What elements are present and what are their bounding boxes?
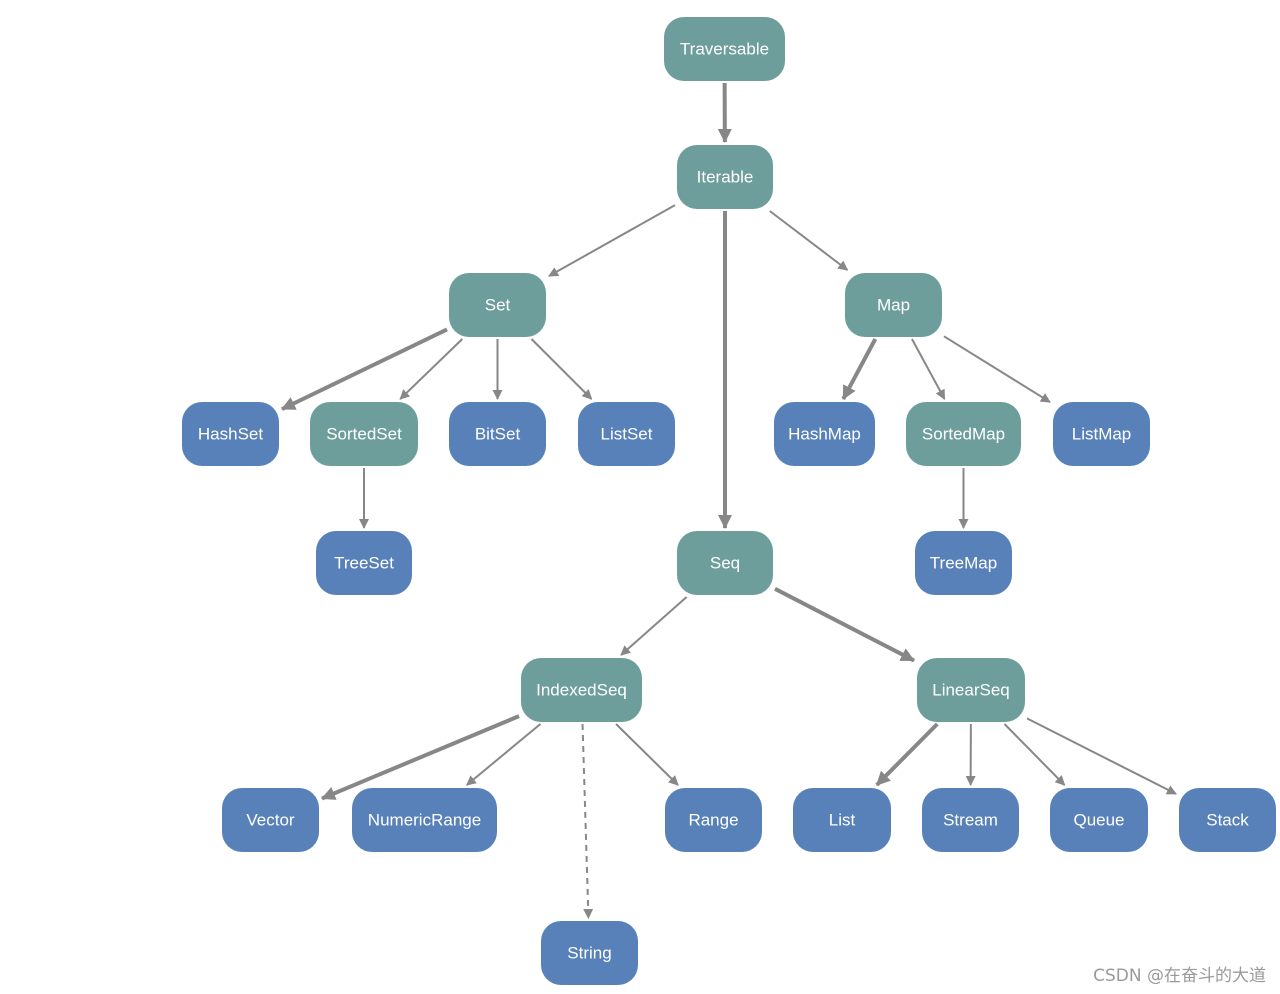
node-box-seq bbox=[677, 531, 773, 595]
edge-linearseq-to-list bbox=[875, 722, 939, 787]
node-box-set bbox=[449, 273, 546, 337]
node-box-hashset bbox=[182, 402, 279, 466]
edge-indexedseq-to-numericrange bbox=[465, 723, 542, 786]
node-hashset: HashSet bbox=[182, 402, 279, 466]
node-box-linearseq bbox=[917, 658, 1025, 722]
node-label-vector: Vector bbox=[246, 811, 295, 830]
edge-linearseq-to-stack bbox=[1026, 717, 1177, 795]
node-indexedseq: IndexedSeq bbox=[521, 658, 642, 722]
node-stream: Stream bbox=[922, 788, 1019, 852]
edges-layer bbox=[281, 82, 1177, 919]
node-box-string bbox=[541, 921, 638, 985]
node-box-listset bbox=[578, 402, 675, 466]
edge-map-to-listmap bbox=[943, 335, 1051, 403]
node-label-queue: Queue bbox=[1073, 811, 1124, 830]
node-label-linearseq: LinearSeq bbox=[932, 681, 1010, 700]
node-numericrange: NumericRange bbox=[352, 788, 497, 852]
node-box-stream bbox=[922, 788, 1019, 852]
node-box-vector bbox=[222, 788, 319, 852]
node-linearseq: LinearSeq bbox=[917, 658, 1025, 722]
node-label-hashmap: HashMap bbox=[788, 425, 861, 444]
node-label-list: List bbox=[829, 811, 856, 830]
node-label-range: Range bbox=[688, 811, 738, 830]
node-set: Set bbox=[449, 273, 546, 337]
edge-set-to-hashset bbox=[281, 327, 448, 411]
node-range: Range bbox=[665, 788, 762, 852]
node-box-traversable bbox=[664, 17, 785, 81]
node-listmap: ListMap bbox=[1053, 402, 1150, 466]
edge-seq-to-indexedseq bbox=[620, 596, 688, 656]
node-box-numericrange bbox=[352, 788, 497, 852]
edge-indexedseq-to-string bbox=[581, 723, 594, 919]
node-box-iterable bbox=[677, 145, 773, 209]
node-label-numericrange: NumericRange bbox=[368, 811, 481, 830]
edge-iterable-to-set bbox=[548, 204, 676, 277]
node-label-hashset: HashSet bbox=[198, 425, 263, 444]
edge-set-to-sortedset bbox=[399, 338, 464, 400]
node-box-listmap bbox=[1053, 402, 1150, 466]
node-label-iterable: Iterable bbox=[697, 168, 754, 187]
node-label-seq: Seq bbox=[710, 554, 740, 573]
node-list: List bbox=[793, 788, 891, 852]
edge-map-to-sortedmap bbox=[911, 338, 946, 400]
node-queue: Queue bbox=[1050, 788, 1148, 852]
node-label-treeset: TreeSet bbox=[334, 554, 394, 573]
node-box-sortedset bbox=[310, 402, 418, 466]
node-listset: ListSet bbox=[578, 402, 675, 466]
edge-set-to-listset bbox=[530, 338, 593, 400]
node-sortedset: SortedSet bbox=[310, 402, 418, 466]
node-label-string: String bbox=[567, 944, 611, 963]
node-sortedmap: SortedMap bbox=[906, 402, 1021, 466]
node-label-indexedseq: IndexedSeq bbox=[536, 681, 627, 700]
node-box-treemap bbox=[915, 531, 1012, 595]
node-treeset: TreeSet bbox=[316, 531, 412, 595]
node-label-listset: ListSet bbox=[601, 425, 653, 444]
node-label-sortedmap: SortedMap bbox=[922, 425, 1005, 444]
node-box-hashmap bbox=[774, 402, 875, 466]
node-iterable: Iterable bbox=[677, 145, 773, 209]
node-box-indexedseq bbox=[521, 658, 642, 722]
node-label-set: Set bbox=[485, 296, 511, 315]
node-map: Map bbox=[845, 273, 942, 337]
node-seq: Seq bbox=[677, 531, 773, 595]
node-stack: Stack bbox=[1179, 788, 1276, 852]
node-label-stack: Stack bbox=[1206, 811, 1249, 830]
node-label-listmap: ListMap bbox=[1072, 425, 1132, 444]
node-label-treemap: TreeMap bbox=[930, 554, 997, 573]
node-box-queue bbox=[1050, 788, 1148, 852]
node-traversable: Traversable bbox=[664, 17, 785, 81]
node-string: String bbox=[541, 921, 638, 985]
node-bitset: BitSet bbox=[449, 402, 546, 466]
node-box-stack bbox=[1179, 788, 1276, 852]
edge-seq-to-linearseq bbox=[774, 587, 915, 663]
node-box-sortedmap bbox=[906, 402, 1021, 466]
node-vector: Vector bbox=[222, 788, 319, 852]
node-box-map bbox=[845, 273, 942, 337]
node-label-sortedset: SortedSet bbox=[326, 425, 402, 444]
watermark: CSDN @在奋斗的大道 bbox=[1093, 966, 1266, 986]
node-label-bitset: BitSet bbox=[475, 425, 521, 444]
edge-map-to-hashmap bbox=[841, 338, 878, 400]
node-box-range bbox=[665, 788, 762, 852]
node-label-traversable: Traversable bbox=[680, 40, 769, 59]
edge-iterable-to-map bbox=[769, 210, 849, 271]
node-label-stream: Stream bbox=[943, 811, 998, 830]
node-label-map: Map bbox=[877, 296, 910, 315]
node-box-bitset bbox=[449, 402, 546, 466]
node-box-list bbox=[793, 788, 891, 852]
edge-linearseq-to-queue bbox=[1003, 723, 1066, 786]
node-hashmap: HashMap bbox=[774, 402, 875, 466]
node-box-treeset bbox=[316, 531, 412, 595]
node-treemap: TreeMap bbox=[915, 531, 1012, 595]
edge-indexedseq-to-range bbox=[615, 723, 679, 786]
edge-indexedseq-to-vector bbox=[321, 714, 520, 801]
